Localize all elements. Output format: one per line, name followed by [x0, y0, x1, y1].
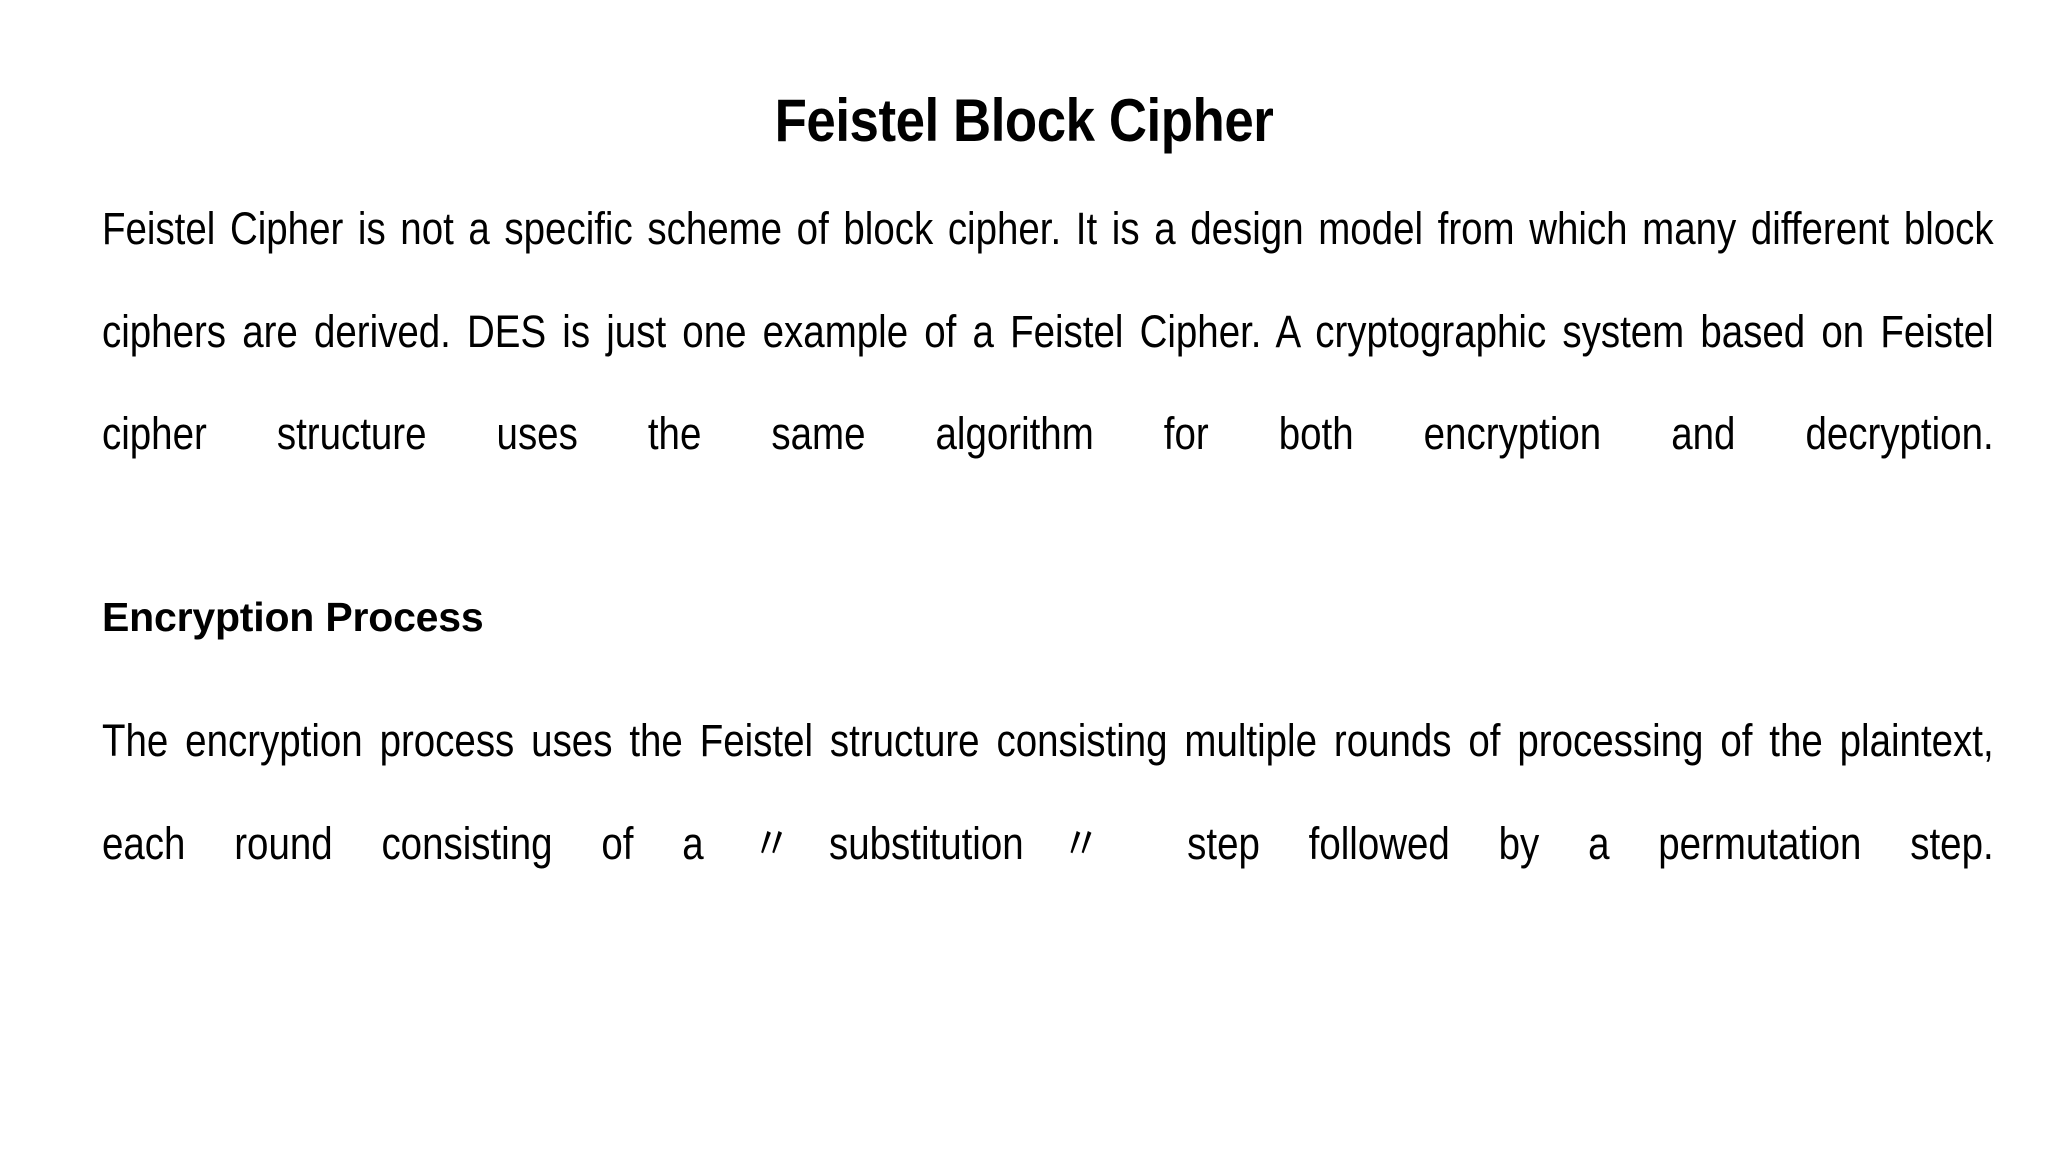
paragraph-encryption-process-text: The encryption process uses the Feistel …	[102, 715, 1994, 869]
page-title: Feistel Block Cipher	[123, 82, 1925, 160]
section-heading-encryption-process: Encryption Process	[102, 594, 484, 640]
page-title-text: Feistel Block Cipher	[774, 87, 1274, 155]
paragraph-intro: Feistel Cipher is not a specific scheme …	[102, 178, 1994, 588]
paragraph-encryption-process: The encryption process uses the Feistel …	[102, 690, 1994, 998]
paragraph-intro-text: Feistel Cipher is not a specific scheme …	[102, 203, 1994, 459]
